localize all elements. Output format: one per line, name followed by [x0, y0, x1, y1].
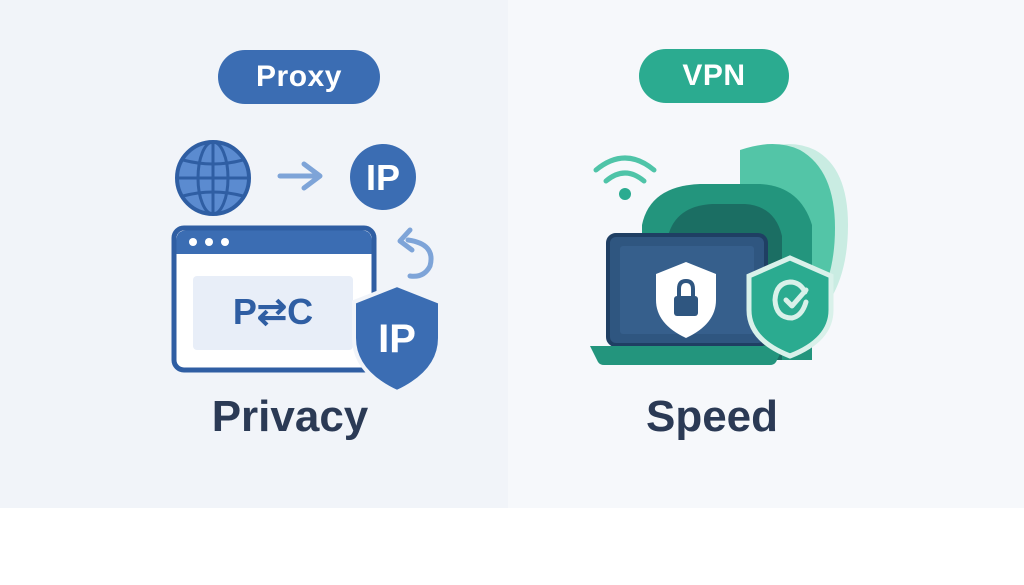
ip-circle-text: IP [366, 157, 400, 198]
check-shield-icon [746, 255, 834, 359]
proxy-badge: Proxy [218, 50, 380, 104]
bottom-strip [0, 508, 1024, 585]
arrow-right-icon [277, 161, 323, 191]
shield-text: IP [378, 317, 416, 361]
browser-text: P⇄C [233, 291, 313, 332]
lock-shield-icon [656, 262, 716, 338]
proxy-caption: Privacy [211, 392, 369, 441]
ip-circle-icon: IP [350, 144, 416, 210]
globe-icon [175, 140, 251, 216]
vpn-badge: VPN [639, 49, 789, 103]
vpn-caption: Speed [645, 392, 779, 441]
wifi-icon [593, 155, 657, 200]
shield-icon: IP [352, 282, 442, 395]
browser-window-icon: P⇄C [171, 225, 377, 373]
refresh-arrow-icon [397, 227, 434, 279]
